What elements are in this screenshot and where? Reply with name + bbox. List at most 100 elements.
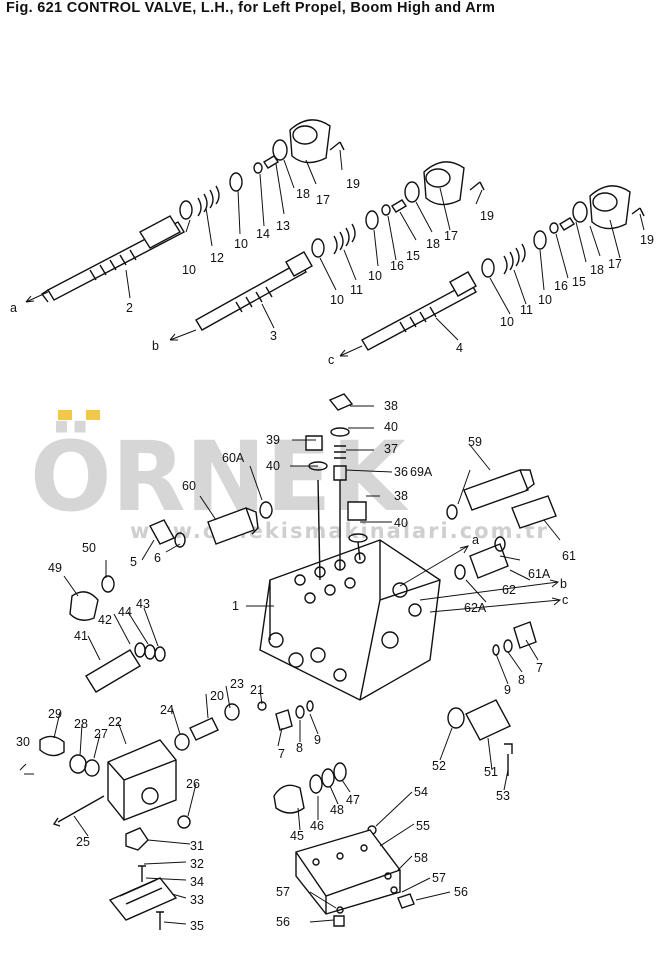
watermark-url: www.ornekismakinalari.com.tr: [130, 519, 549, 543]
callout-6: 6: [154, 551, 161, 565]
spool-3: [195, 251, 313, 331]
callout-44: 44: [118, 605, 132, 619]
callout-62a: 62A: [464, 601, 487, 615]
spool-4: [361, 271, 477, 351]
callout-56-right: 56: [454, 885, 468, 899]
callout-57-right: 57: [432, 871, 446, 885]
figure-title: Fig. 621 CONTROL VALVE, L.H., for Left P…: [6, 0, 496, 16]
callout-3: 3: [270, 329, 277, 343]
callout-39: 39: [266, 433, 280, 447]
flow-label-c: c: [328, 353, 334, 367]
leader-lines: [53, 149, 645, 925]
watermark: ÖRNEK www.ornekismakinalari.com.tr: [30, 410, 549, 543]
callout-58: 58: [414, 851, 428, 865]
callout-56-left: 56: [276, 915, 290, 929]
callout-30: 30: [16, 735, 30, 749]
callout-62: 62: [502, 583, 516, 597]
right-fittings: [492, 621, 537, 656]
callout-41: 41: [74, 629, 88, 643]
callout-40-mid: 40: [394, 516, 408, 530]
callout-59: 59: [468, 435, 482, 449]
right-lower-parts: [295, 699, 513, 927]
callout-9-right: 9: [504, 683, 511, 697]
callout-40-left: 40: [266, 459, 280, 473]
callout-46: 46: [310, 819, 324, 833]
callout-20: 20: [210, 689, 224, 703]
callout-11-low: 11: [520, 303, 533, 317]
callout-27: 27: [94, 727, 108, 741]
callout-13-top: 13: [276, 219, 290, 233]
callout-18-low: 18: [590, 263, 604, 277]
callout-61a: 61A: [528, 567, 551, 581]
watermark-accent-left: [58, 410, 72, 420]
callout-29: 29: [48, 707, 62, 721]
callout-24: 24: [160, 703, 174, 717]
callout-14-top: 14: [256, 227, 270, 241]
callout-47: 47: [346, 793, 360, 807]
callout-61: 61: [562, 549, 576, 563]
valve-body: [259, 539, 441, 701]
callout-37: 37: [384, 442, 398, 456]
callout-38-mid: 38: [394, 489, 408, 503]
callout-15-low: 15: [572, 275, 586, 289]
callout-1: 1: [232, 599, 239, 613]
callout-8-right: 8: [518, 673, 525, 687]
callout-34: 34: [190, 875, 204, 889]
callout-23: 23: [230, 677, 244, 691]
callout-51: 51: [484, 765, 498, 779]
center-lower-parts: [273, 700, 347, 814]
callout-9-center: 9: [314, 733, 321, 747]
flow-label-b: b: [152, 339, 159, 353]
callout-49: 49: [48, 561, 62, 575]
callout-22: 22: [108, 715, 122, 729]
callout-55: 55: [416, 819, 430, 833]
callout-26: 26: [186, 777, 200, 791]
callout-10-mid-b: 10: [330, 293, 344, 307]
callout-60: 60: [182, 479, 196, 493]
callout-45: 45: [290, 829, 304, 843]
callout-10-low-b: 10: [500, 315, 514, 329]
callout-15-mid: 15: [406, 249, 420, 263]
flow-arrows: [19, 291, 562, 775]
callout-10-mid-a: 10: [368, 269, 382, 283]
callout-25: 25: [76, 835, 90, 849]
callout-7-right: 7: [536, 661, 543, 675]
callout-28: 28: [74, 717, 88, 731]
callout-10-top-b: 10: [182, 263, 196, 277]
callout-11-mid: 11: [350, 283, 363, 297]
callout-2: 2: [126, 301, 133, 315]
callout-10-top-a: 10: [234, 237, 248, 251]
watermark-accent-right: [86, 410, 100, 420]
callout-31: 31: [190, 839, 204, 853]
callout-40-top: 40: [384, 420, 398, 434]
callout-8-center: 8: [296, 741, 303, 755]
flow-label-a: a: [10, 301, 17, 315]
callout-17-top: 17: [316, 193, 330, 207]
callout-17-low: 17: [608, 257, 622, 271]
callout-16-mid: 16: [390, 259, 404, 273]
callout-labels: 19 17 18 13 14 10 12 10 2 a 19 17 18 15 …: [10, 177, 654, 933]
callout-48: 48: [330, 803, 344, 817]
flow-label-a-body: a: [472, 533, 479, 547]
callout-33: 33: [190, 893, 204, 907]
callout-10-low-a: 10: [538, 293, 552, 307]
callout-42: 42: [98, 613, 112, 627]
spool-4-parts: [481, 185, 645, 278]
callout-7-center: 7: [278, 747, 285, 761]
callout-38-top: 38: [384, 399, 398, 413]
spool-2: [40, 215, 185, 303]
callout-43: 43: [136, 597, 150, 611]
lower-left-assembly: [39, 701, 267, 930]
callout-16-low: 16: [554, 279, 568, 293]
callout-35: 35: [190, 919, 204, 933]
relief-valves: [207, 469, 557, 580]
flow-label-c-body: c: [562, 593, 568, 607]
callout-52: 52: [432, 759, 446, 773]
callout-18-mid: 18: [426, 237, 440, 251]
callout-57-left: 57: [276, 885, 290, 899]
callout-50: 50: [82, 541, 96, 555]
callout-4: 4: [456, 341, 463, 355]
callout-32: 32: [190, 857, 204, 871]
spool-2-parts: [179, 119, 345, 220]
